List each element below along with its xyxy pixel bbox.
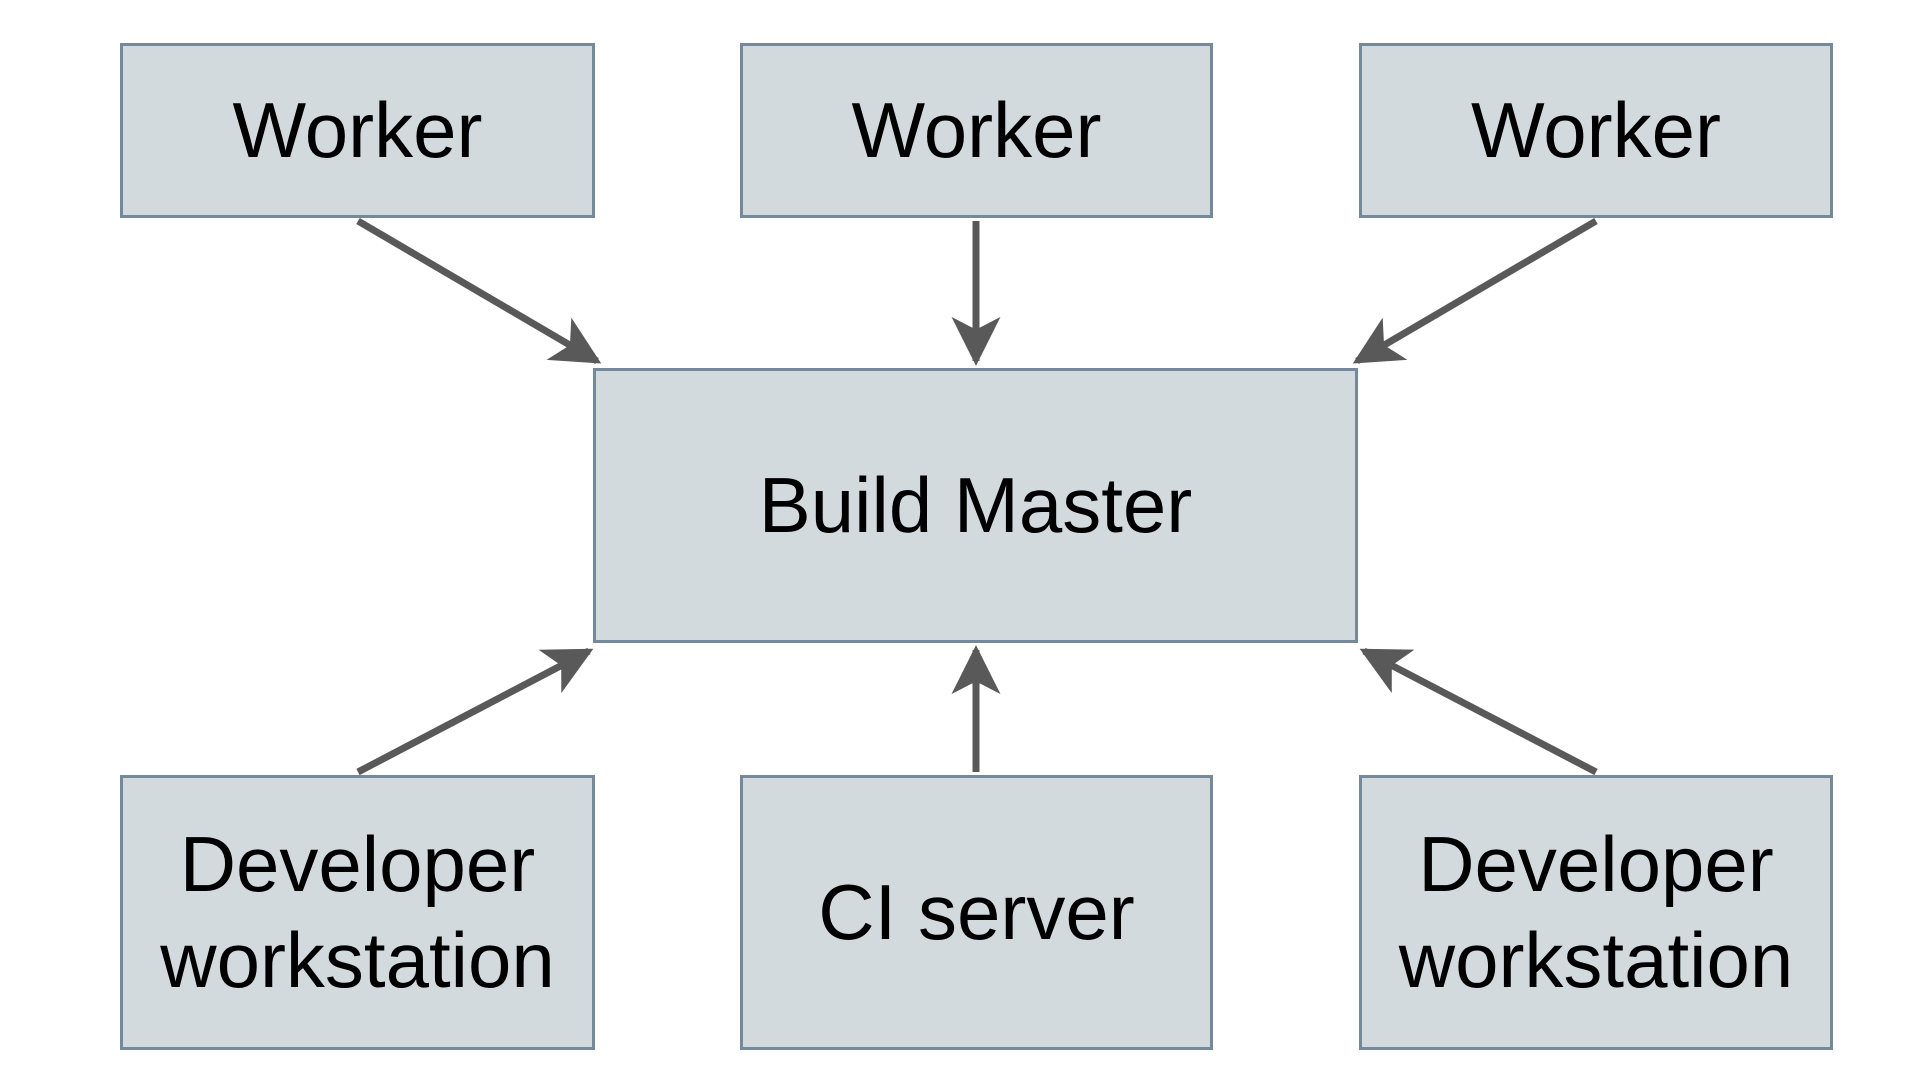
node-worker-2-label: Worker	[851, 85, 1102, 174]
edge-devws2-to-buildmaster-arrow	[1359, 647, 1598, 776]
node-build-master: Build Master	[593, 368, 1358, 643]
node-ci-server: CI server	[740, 775, 1213, 1050]
node-developer-workstation-2-label: Developer workstation	[1398, 820, 1794, 1004]
node-worker-3: Worker	[1359, 43, 1833, 218]
node-worker-3-label: Worker	[1471, 85, 1721, 174]
node-worker-2: Worker	[740, 43, 1213, 218]
node-developer-workstation-1: Developer workstation	[120, 775, 595, 1050]
node-developer-workstation-1-label: Developer workstation	[160, 820, 555, 1004]
node-build-master-label: Build Master	[758, 460, 1193, 549]
node-worker-1: Worker	[120, 43, 595, 218]
node-developer-workstation-2: Developer workstation	[1359, 775, 1833, 1050]
edge-devws1-to-buildmaster-arrow	[356, 647, 594, 776]
node-ci-server-label: CI server	[818, 867, 1135, 956]
edge-worker1-to-buildmaster-arrow	[356, 217, 602, 365]
node-worker-1-label: Worker	[232, 85, 483, 174]
edge-worker3-to-buildmaster-arrow	[1352, 217, 1598, 365]
